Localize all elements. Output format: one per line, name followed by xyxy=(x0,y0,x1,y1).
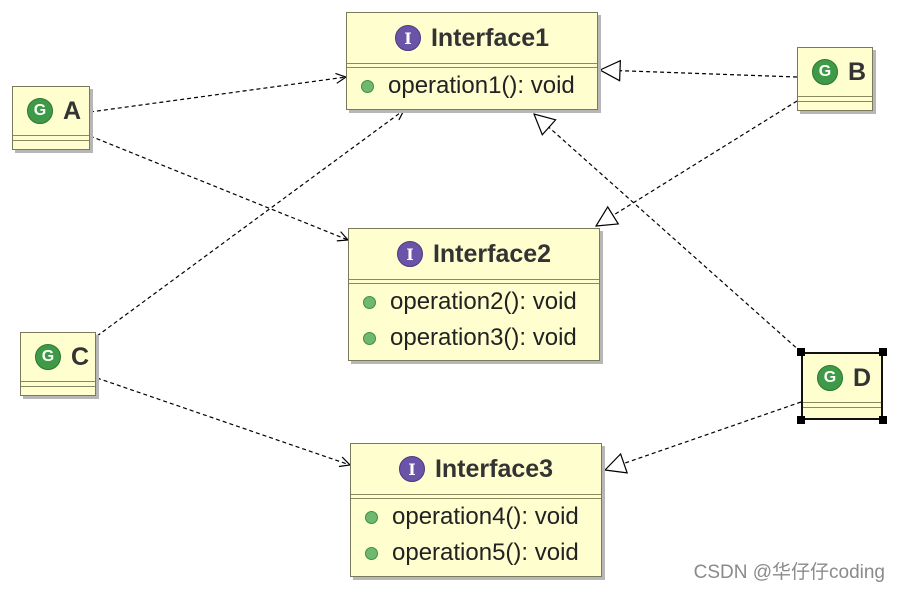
method-compartment xyxy=(798,101,872,102)
class-a-box[interactable]: G A xyxy=(12,86,90,150)
method-compartment xyxy=(13,140,89,141)
attribute-compartment xyxy=(351,495,601,499)
method-compartment xyxy=(803,407,881,408)
interface2-header: I Interface2 xyxy=(349,229,599,280)
class-d-header: G D xyxy=(803,354,881,402)
attribute-compartment xyxy=(349,280,599,284)
class-d-box[interactable]: G D xyxy=(801,352,883,420)
method-label: operation2(): void xyxy=(390,288,577,315)
interface1-title: Interface1 xyxy=(430,23,550,52)
watermark: CSDN @华仔仔coding xyxy=(693,562,885,583)
interface-icon: I xyxy=(398,456,425,482)
interface1-box[interactable]: I Interface1 operation1(): void xyxy=(346,12,598,110)
dependency-c-interface3 xyxy=(96,377,350,465)
class-c-header: G C xyxy=(21,333,95,381)
class-a-title: A xyxy=(63,96,82,125)
selection-handle-bottom-left[interactable] xyxy=(797,416,805,424)
method-operation4[interactable]: operation4(): void xyxy=(351,499,601,535)
realization-b-interface1 xyxy=(600,70,798,77)
dependency-a-interface1 xyxy=(89,77,346,113)
class-b-box[interactable]: G B xyxy=(797,47,873,111)
method-label: operation5(): void xyxy=(392,539,579,566)
class-a-header: G A xyxy=(13,87,89,135)
realization-b-interface2 xyxy=(596,100,798,226)
method-compartment xyxy=(21,386,95,387)
interface-icon: I xyxy=(394,25,421,51)
attribute-compartment xyxy=(21,381,95,386)
class-d-title: D xyxy=(853,363,872,392)
attribute-compartment xyxy=(13,135,89,140)
class-icon: G xyxy=(27,98,53,124)
public-method-icon xyxy=(363,295,376,309)
selection-handle-top-left[interactable] xyxy=(797,348,805,356)
class-icon: G xyxy=(817,365,843,391)
attribute-compartment xyxy=(347,64,597,68)
class-b-header: G B xyxy=(798,48,872,96)
selection-handle-bottom-right[interactable] xyxy=(879,416,887,424)
class-b-title: B xyxy=(848,57,867,86)
public-method-icon xyxy=(365,546,378,560)
realization-d-interface1 xyxy=(534,114,802,353)
dependency-c-interface1 xyxy=(96,110,404,337)
public-method-icon xyxy=(361,79,374,93)
method-operation3[interactable]: operation3(): void xyxy=(349,320,599,356)
interface1-header: I Interface1 xyxy=(347,13,597,64)
selection-handle-top-right[interactable] xyxy=(879,348,887,356)
interface2-title: Interface2 xyxy=(432,239,552,268)
interface3-box[interactable]: I Interface3 operation4(): void operatio… xyxy=(350,443,602,577)
dependency-a-interface2 xyxy=(89,135,348,240)
method-operation2[interactable]: operation2(): void xyxy=(349,284,599,320)
public-method-icon xyxy=(365,510,378,524)
class-icon: G xyxy=(35,344,61,370)
attribute-compartment xyxy=(803,402,881,407)
interface-icon: I xyxy=(396,241,423,267)
method-label: operation1(): void xyxy=(388,72,575,99)
method-operation5[interactable]: operation5(): void xyxy=(351,535,601,571)
class-c-box[interactable]: G C xyxy=(20,332,96,396)
interface3-title: Interface3 xyxy=(434,454,554,483)
attribute-compartment xyxy=(798,96,872,101)
interface2-box[interactable]: I Interface2 operation2(): void operatio… xyxy=(348,228,600,361)
public-method-icon xyxy=(363,331,376,345)
method-label: operation3(): void xyxy=(390,324,577,351)
method-label: operation4(): void xyxy=(392,503,579,530)
class-icon: G xyxy=(812,59,838,85)
class-c-title: C xyxy=(71,342,90,371)
interface3-header: I Interface3 xyxy=(351,444,601,495)
method-operation1[interactable]: operation1(): void xyxy=(347,68,597,104)
realization-d-interface3 xyxy=(605,401,802,470)
